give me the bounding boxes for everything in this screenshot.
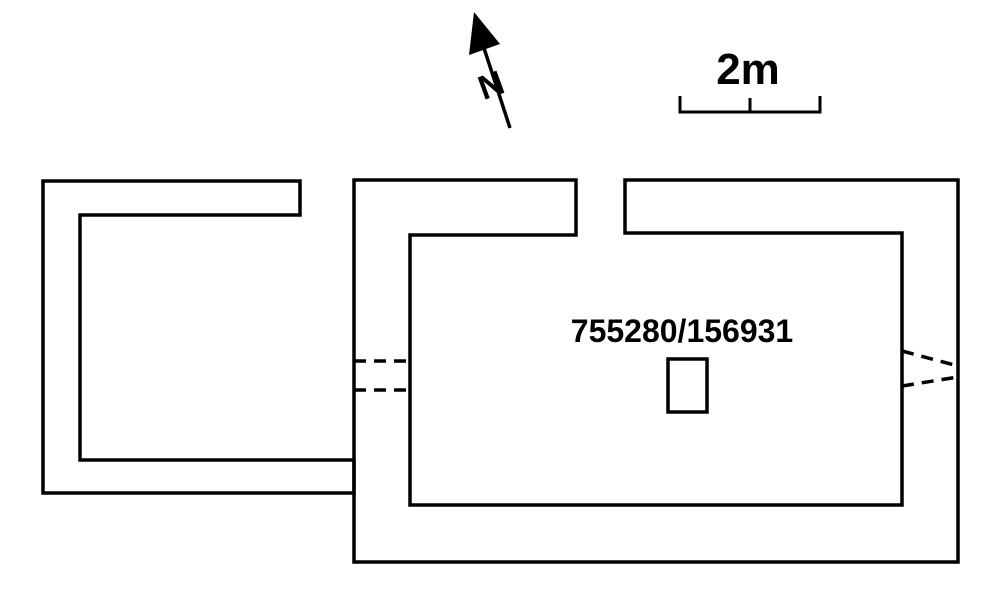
site-coordinates-label: 755280/156931	[571, 313, 793, 349]
north-arrow-icon: N	[469, 12, 512, 129]
east-wall-opening	[901, 349, 959, 388]
main-building-outer-wall	[352, 178, 960, 564]
west-wall-opening	[354, 359, 410, 392]
scale-bar-label: 2m	[716, 45, 780, 94]
left-enclosure-wall	[41, 179, 356, 495]
north-arrow-label: N	[473, 64, 509, 108]
central-feature	[666, 357, 709, 414]
scale-bar: 2m	[678, 45, 822, 114]
